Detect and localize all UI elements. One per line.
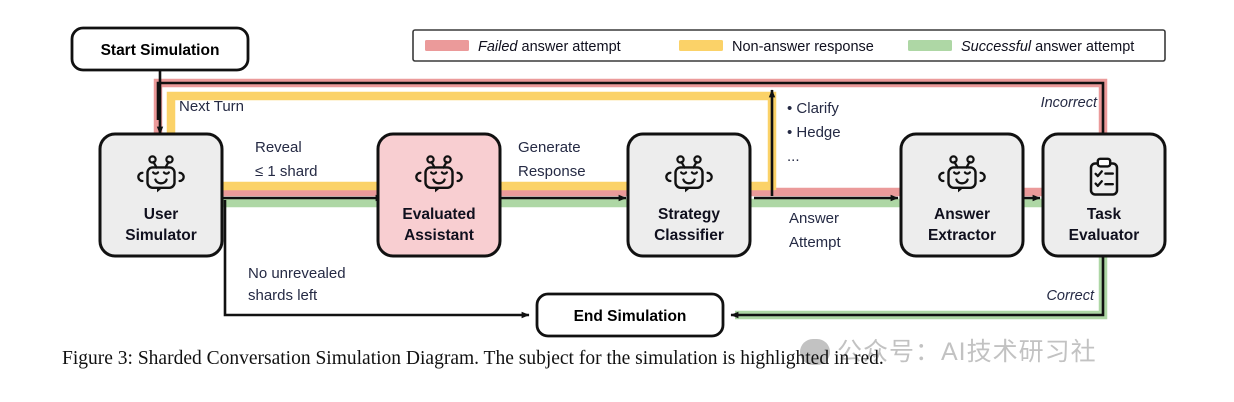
- evaluated-assistant-label-line1: Evaluated: [402, 206, 475, 223]
- edge-label-reveal-line1: Reveal: [255, 139, 302, 156]
- legend-label-nonanswer-rest: Non-answer response: [732, 39, 874, 55]
- edge-label-correct: Correct: [1046, 288, 1095, 304]
- start-simulation-label: Start Simulation: [101, 42, 220, 59]
- legend-swatch-nonanswer: [679, 40, 723, 51]
- node-strategy-classifier[interactable]: Strategy Classifier: [626, 132, 752, 258]
- evaluated-assistant-label-line2: Assistant: [404, 227, 474, 244]
- user-simulator-label-line1: User: [144, 206, 178, 223]
- edge-label-answer-line2: Attempt: [789, 234, 842, 251]
- node-user-simulator[interactable]: User Simulator: [98, 132, 224, 258]
- legend-item-nonanswer: Non-answer response: [679, 39, 874, 55]
- legend-label-successful: Successful answer attempt: [961, 39, 1134, 55]
- legend-swatch-successful: [908, 40, 952, 51]
- edge-label-next-turn: Next Turn: [179, 98, 244, 115]
- edge-label-incorrect: Incorrect: [1041, 95, 1098, 111]
- task-evaluator-label-line1: Task: [1087, 206, 1122, 223]
- legend-item-successful: Successful answer attempt: [908, 39, 1134, 55]
- legend-swatch-failed: [425, 40, 469, 51]
- answer-extractor-label-line2: Extractor: [928, 227, 996, 244]
- legend: Failed answer attempt Non-answer respons…: [412, 29, 1166, 62]
- legend-label-successful-emph: Successful: [961, 39, 1032, 55]
- figure-caption: Figure 3: Sharded Conversation Simulatio…: [62, 348, 884, 369]
- answer-extractor-label-line1: Answer: [934, 206, 990, 223]
- edge-label-layer: Next Turn Reveal ≤ 1 shard Generate Resp…: [179, 95, 1098, 304]
- node-answer-extractor[interactable]: Answer Extractor: [899, 132, 1025, 258]
- task-evaluator-label-line2: Evaluator: [1069, 227, 1140, 244]
- strategy-classifier-label-line2: Classifier: [654, 227, 724, 244]
- edge-label-strategy-bullet-2: • Hedge: [787, 124, 841, 141]
- edge-user-to-end: [223, 200, 530, 319]
- legend-label-nonanswer: Non-answer response: [732, 39, 874, 55]
- edge-label-answer-line1: Answer: [789, 210, 839, 227]
- edge-label-strategy-bullet-3: ...: [787, 148, 800, 165]
- edge-label-reveal-line2: ≤ 1 shard: [255, 163, 317, 180]
- node-evaluated-assistant[interactable]: Evaluated Assistant: [376, 132, 502, 258]
- legend-label-failed-emph: Failed: [478, 39, 518, 55]
- edge-label-strategy-bullet-1: • Clarify: [787, 100, 839, 117]
- legend-item-failed: Failed answer attempt: [425, 39, 621, 55]
- legend-label-successful-rest: answer attempt: [1031, 39, 1134, 55]
- legend-label-failed: Failed answer attempt: [478, 39, 621, 55]
- legend-label-failed-rest: answer attempt: [518, 39, 621, 55]
- end-simulation-label: End Simulation: [574, 308, 687, 325]
- edge-evaluator-correct-loop: [730, 245, 1105, 319]
- edge-label-generate-line2: Response: [518, 163, 586, 180]
- edge-label-no-shards-line1: No unrevealed: [248, 265, 346, 282]
- edge-label-generate-line1: Generate: [518, 139, 581, 156]
- user-simulator-label-line2: Simulator: [125, 227, 196, 244]
- node-start-simulation[interactable]: Start Simulation: [70, 26, 250, 72]
- node-end-simulation[interactable]: End Simulation: [535, 292, 725, 338]
- strategy-classifier-label-line1: Strategy: [658, 206, 720, 223]
- edge-label-no-shards-line2: shards left: [248, 287, 318, 304]
- node-task-evaluator[interactable]: Task Evaluator: [1041, 132, 1167, 258]
